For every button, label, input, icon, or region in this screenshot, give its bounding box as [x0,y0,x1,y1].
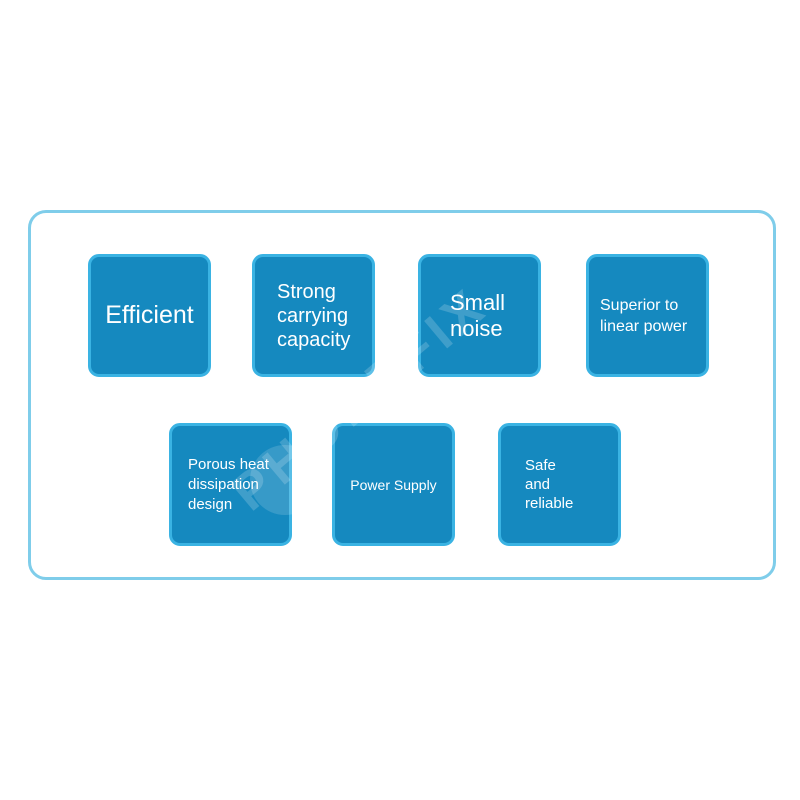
feature-tile-safe-reliable: Safe and reliable [498,423,621,546]
feature-label: Safe and reliable [525,457,574,512]
feature-label: Superior to linear power [600,296,688,335]
feature-tile-porous-heat: Porous heat dissipation design [169,423,292,546]
feature-label: Small noise [450,289,506,341]
feature-label: Efficient [105,301,194,329]
feature-tile-small-noise: Small noise [418,254,541,377]
feature-label: Power Supply [350,476,437,493]
feature-tile-superior-linear: Superior to linear power [586,254,709,377]
watermark-logo-icon [250,445,320,515]
feature-tile-carrying-capacity: Strong carrying capacity [252,254,375,377]
feature-tile-power-supply: Power Supply [332,423,455,546]
feature-label: Strong carrying capacity [277,280,351,351]
feature-tile-efficient: Efficient [88,254,211,377]
feature-label: Porous heat dissipation design [188,455,269,513]
